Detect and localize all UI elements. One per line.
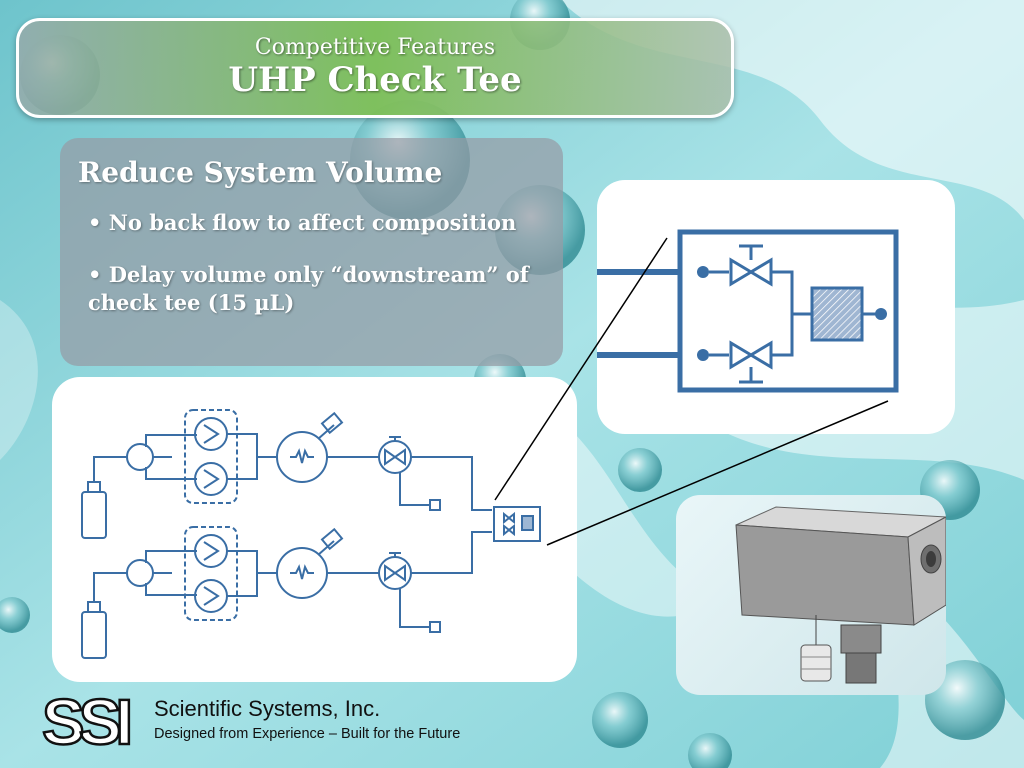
company-name: Scientific Systems, Inc. [154, 696, 381, 721]
solvent-bottle-b [81, 611, 107, 659]
slide-title: UHP Check Tee [228, 60, 522, 100]
ssi-logo: SSI [41, 690, 137, 752]
company-tagline: Designed from Experience – Built for the… [154, 726, 461, 742]
bullet-back-flow: • No back flow to affect composition [88, 210, 517, 235]
fluidic-schematic [81, 409, 541, 659]
fluidic-schematic-panel [52, 377, 577, 682]
mixer-a [126, 443, 154, 471]
svg-text:SSI: SSI [42, 690, 129, 752]
feature-text-box: Reduce System Volume • No back flow to a… [60, 138, 563, 366]
solvent-bottle-a [81, 491, 107, 539]
feature-heading: Reduce System Volume [78, 156, 443, 189]
company-footer: SSI Scientific Systems, Inc. Designed fr… [40, 690, 540, 760]
bullet-delay-volume: • Delay volume only “downstream” of chec… [88, 262, 529, 315]
check-tee-detail-panel [597, 180, 955, 434]
mixer-b [126, 559, 154, 587]
injector-a [276, 431, 328, 483]
pump-b2 [194, 579, 228, 613]
pump-group-a [184, 409, 238, 504]
check-tee-small [493, 506, 541, 542]
injector-b [276, 547, 328, 599]
pump-a1 [194, 417, 228, 451]
pump-b1 [194, 534, 228, 568]
pump-a2 [194, 462, 228, 496]
title-banner: Competitive Features UHP Check Tee [16, 18, 734, 118]
check-tee-3d-render [676, 495, 946, 695]
pump-group-b [184, 526, 238, 621]
slide-subtitle: Competitive Features [254, 35, 496, 60]
check-tee-detail [597, 229, 899, 393]
